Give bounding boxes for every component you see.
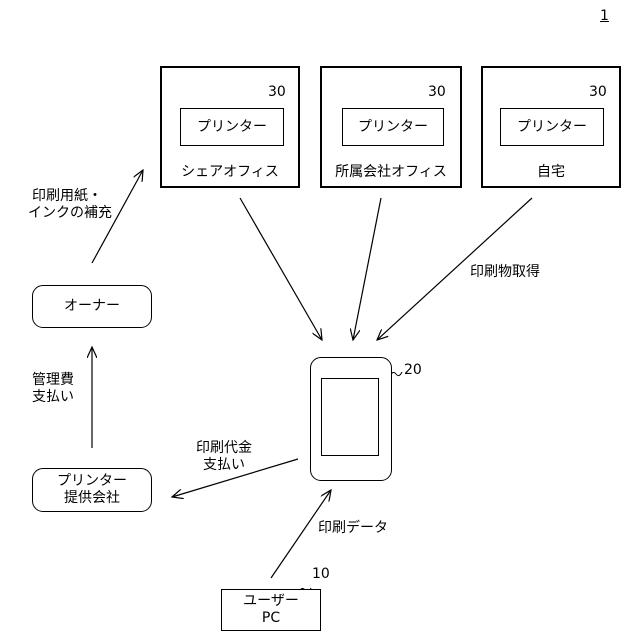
user-pc-line2: PC	[262, 610, 280, 627]
user-pc-box: ユーザー PC	[221, 589, 321, 631]
arrow-company-office-to-device	[353, 198, 381, 340]
ref-number-30: 30	[268, 84, 286, 101]
provider-line2: 提供会社	[64, 490, 120, 507]
print-fee-label: 印刷代金 支払い	[196, 440, 252, 474]
print-retrieval-label: 印刷物取得	[470, 264, 540, 281]
supplies-label: 印刷用紙・ インクの補充	[28, 188, 112, 222]
ref-number-20: 20	[404, 362, 422, 379]
location-share-office: 30 プリンター シェアオフィス	[160, 66, 300, 188]
printer-label: プリンター	[358, 119, 428, 136]
printer-box: プリンター	[500, 108, 604, 146]
location-label: 所属会社オフィス	[322, 164, 460, 181]
ref-number-30: 30	[428, 84, 446, 101]
location-label: シェアオフィス	[162, 164, 298, 181]
sheet-number: 1	[600, 8, 609, 25]
printer-label: プリンター	[517, 119, 587, 136]
user-pc-line1: ユーザー	[243, 593, 299, 610]
printer-provider-box: プリンター 提供会社	[32, 468, 152, 512]
printer-box: プリンター	[180, 108, 284, 146]
mobile-device	[310, 357, 392, 481]
location-company-office: 30 プリンター 所属会社オフィス	[320, 66, 462, 188]
owner-label: オーナー	[64, 298, 120, 315]
ref-number-30: 30	[589, 84, 607, 101]
provider-line1: プリンター	[57, 473, 127, 490]
print-data-label: 印刷データ	[318, 520, 388, 537]
printer-box: プリンター	[342, 108, 444, 146]
management-fee-label: 管理費 支払い	[32, 372, 74, 406]
ref-number-10: 10	[312, 566, 330, 583]
arrow-share-office-to-device	[240, 198, 322, 340]
location-home: 30 プリンター 自宅	[481, 66, 621, 188]
printer-label: プリンター	[197, 119, 267, 136]
device-screen	[321, 378, 379, 456]
owner-box: オーナー	[32, 285, 152, 328]
location-label: 自宅	[483, 164, 619, 181]
